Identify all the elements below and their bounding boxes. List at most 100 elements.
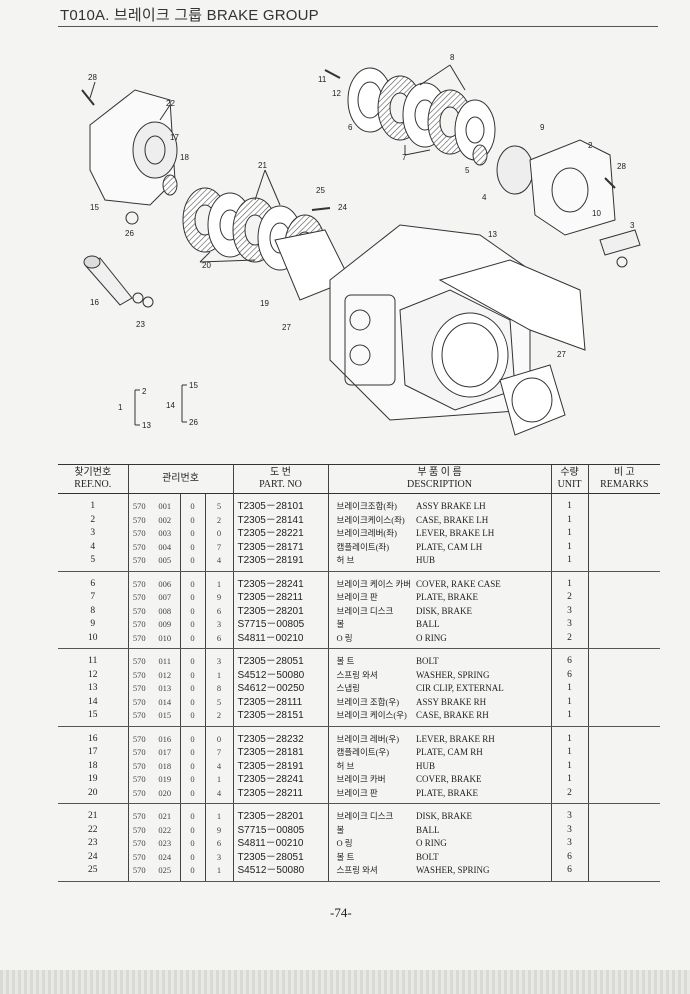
cell-en: WASHER, SPRING [416, 864, 552, 882]
cell-a: 570 [127, 648, 150, 669]
svg-text:5: 5 [465, 166, 470, 175]
cell-ref: 12 [88, 669, 98, 680]
cell-b: 013 [158, 683, 172, 693]
cell-remarks [587, 540, 661, 554]
cell-kr: 브레이크 디스크 [327, 803, 416, 824]
header-part-en: PART. NO [259, 479, 302, 490]
cell-ref: 15 [58, 709, 128, 727]
cell-part: S4612－00250 [232, 682, 328, 696]
cell-remarks [587, 726, 661, 746]
cell-en: PLATE, CAM LH [416, 541, 483, 552]
cell-unit: 6 [550, 864, 589, 882]
header-ref-en: REF.NO. [74, 479, 112, 490]
cell-en: COVER, RAKE CASE [416, 578, 501, 589]
cell-kr: 브레이크 디스크 [327, 604, 416, 618]
title-rule [58, 26, 658, 27]
cell-c: 0 [179, 823, 205, 837]
cell-d: 3 [204, 648, 233, 669]
cell-ref: 8 [90, 605, 96, 616]
cell-remarks [587, 759, 661, 773]
cell-kr: 브레이크 판 [327, 786, 416, 804]
cell-d: 0 [204, 527, 233, 541]
header-remarks-en: REMARKS [600, 479, 649, 490]
cell-b: 012 [158, 669, 172, 680]
cell-remarks [587, 786, 661, 804]
cell-en: PLATE, CAM RH [416, 747, 483, 757]
cell-kr: O 링 [327, 631, 416, 649]
svg-text:4: 4 [482, 193, 487, 202]
cell-part: T2305－28221 [232, 527, 328, 541]
cell-c: 0 [179, 493, 205, 514]
cell-ref: 17 [88, 747, 98, 757]
cell-d: 9 [204, 823, 233, 837]
cell-b: 024 [158, 851, 172, 862]
cell-c: 0 [179, 695, 205, 709]
svg-text:3: 3 [630, 221, 635, 230]
cell-b: 020 [150, 786, 180, 804]
cell-b: 014 [158, 696, 172, 707]
cell-a: 570 [127, 554, 150, 572]
page-number: -74- [330, 905, 352, 920]
cell-ref: 22 [88, 824, 98, 835]
cell-en: BOLT [416, 656, 439, 666]
header-mgmt-kr: 관리번호 [162, 473, 199, 484]
svg-text:24: 24 [338, 203, 347, 212]
cell-remarks [587, 631, 661, 649]
legend-num-14: 14 [166, 401, 175, 410]
cell-c: 0 [179, 803, 205, 824]
cell-en: CIR CLIP, EXTERNAL [416, 683, 504, 693]
cell-ref: 24 [88, 851, 98, 862]
cell-ref: 10 [58, 631, 128, 649]
cell-kr: 캠플레이트(좌) [327, 540, 416, 554]
cell-a: 570 [127, 527, 150, 541]
cell-unit: 1 [550, 709, 589, 727]
cell-d: 6 [204, 631, 233, 649]
cell-c: 0 [179, 513, 205, 527]
cell-en: ASSY BRAKE RH [416, 696, 487, 707]
svg-text:17: 17 [170, 133, 179, 142]
cell-remarks [587, 571, 661, 591]
cell-c: 0 [179, 668, 205, 682]
cell-unit: 1 [550, 759, 589, 773]
cell-kr: 브레이크케이스(좌) [327, 513, 416, 527]
cell-kr: 스프링 와셔 [327, 864, 416, 882]
cell-remarks [587, 527, 661, 541]
legend-num-26: 26 [189, 418, 198, 427]
cell-c: 0 [179, 554, 205, 572]
cell-ref: 13 [88, 683, 98, 693]
cell-b: 015 [150, 709, 180, 727]
cell-unit: 1 [550, 554, 589, 572]
cell-c: 0 [179, 571, 205, 591]
cell-kr: 볼 [327, 823, 416, 837]
cell-ref: 20 [58, 786, 128, 804]
cell-d: 5 [204, 695, 233, 709]
cell-d: 2 [204, 513, 233, 527]
svg-text:6: 6 [348, 123, 353, 132]
cell-unit: 3 [550, 604, 589, 618]
svg-text:19: 19 [260, 299, 269, 308]
cell-kr: 브레이크 판 [327, 591, 416, 605]
cell-part: T2305－28241 [232, 773, 328, 787]
svg-text:25: 25 [316, 186, 325, 195]
legend-num-1: 1 [118, 403, 123, 412]
cell-kr: 볼 트 [327, 648, 416, 669]
page-title: T010A. 브레이크 그룹 BRAKE GROUP [60, 7, 319, 24]
cell-remarks [587, 618, 661, 632]
cell-c: 0 [179, 786, 205, 804]
cell-en: CASE, BRAKE RH [416, 709, 552, 727]
svg-text:15: 15 [90, 203, 99, 212]
cell-kr: 브레이크조합(좌) [327, 493, 416, 514]
cell-c: 0 [179, 837, 205, 851]
cell-a: 570 [127, 759, 150, 773]
cell-en: CASE, BRAKE LH [416, 514, 489, 525]
